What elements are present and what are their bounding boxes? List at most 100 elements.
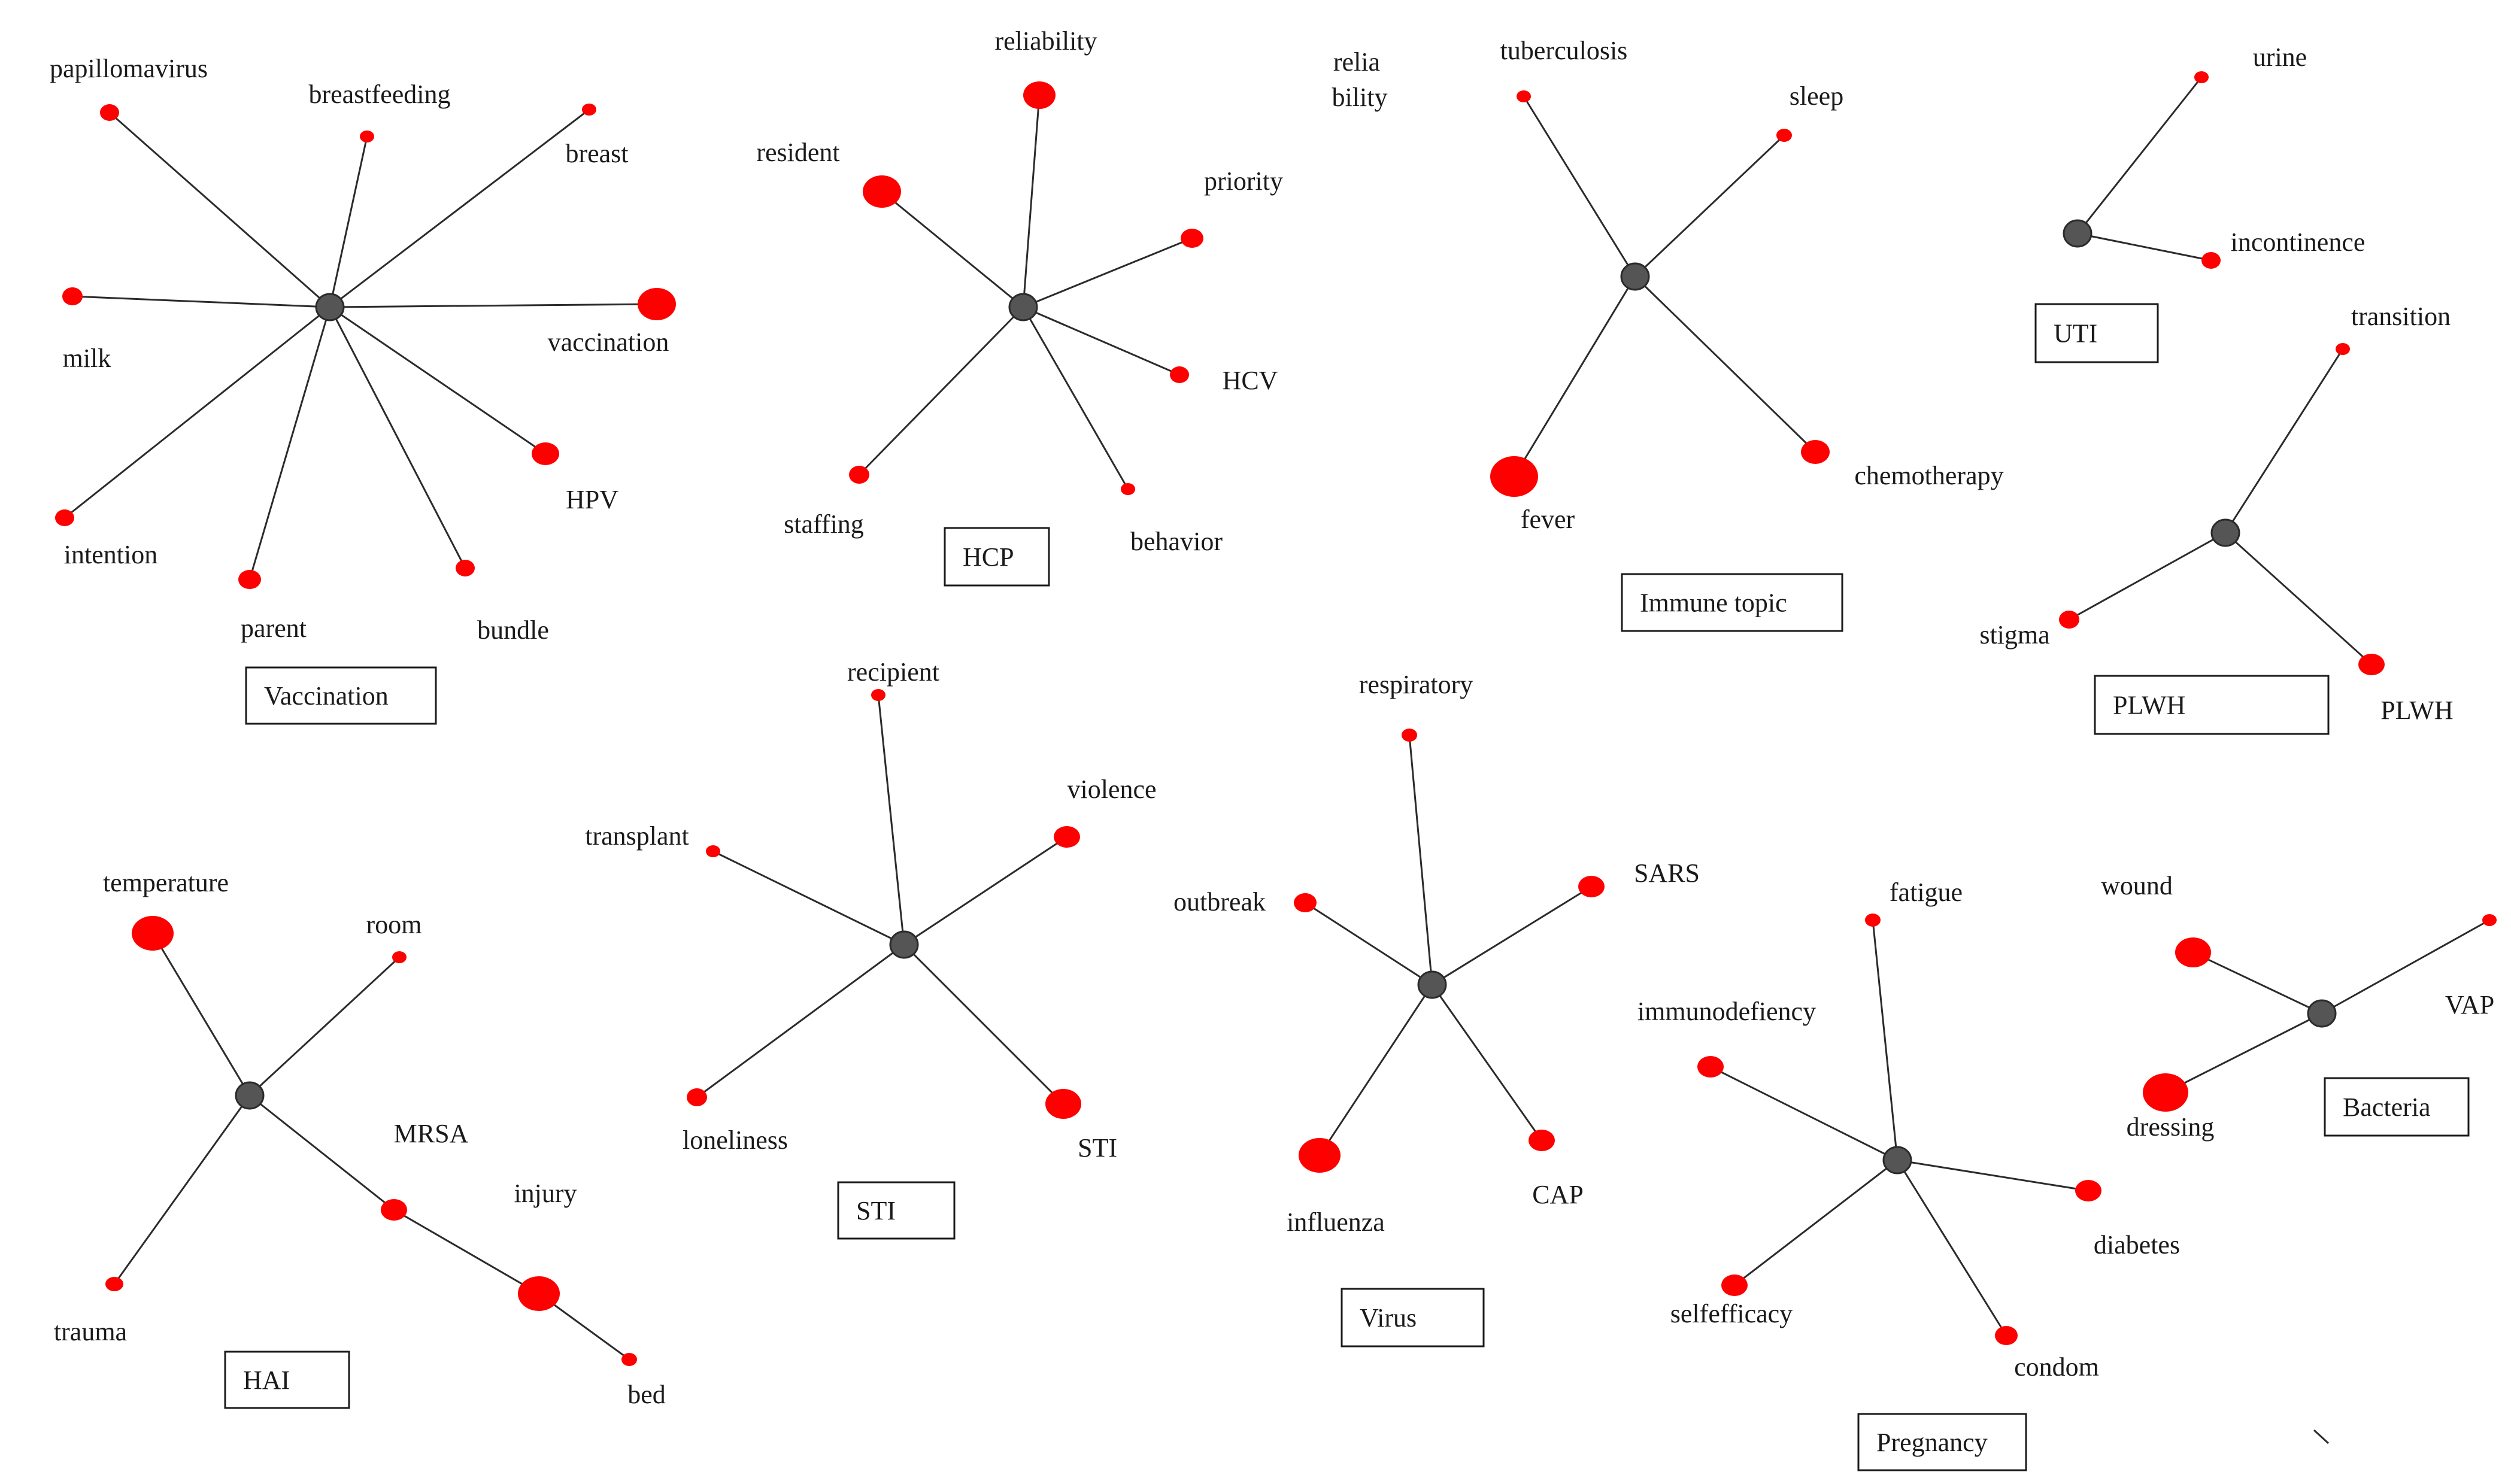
edge-hcp-2 xyxy=(1023,237,1193,308)
term-label: urine xyxy=(2253,43,2307,72)
edge-bacteria-2 xyxy=(2165,1012,2322,1094)
edge-virus-0 xyxy=(1408,735,1433,985)
edge-sti-1 xyxy=(903,836,1068,946)
term-node-plwh-0 xyxy=(2336,343,2350,355)
term-label: violence xyxy=(1067,775,1156,804)
nodes-layer xyxy=(55,71,2497,1366)
edge-immune-0 xyxy=(1523,96,1636,277)
term-label: priority xyxy=(1204,166,1283,196)
edge-hai-0 xyxy=(151,933,251,1096)
cluster-title-box-bacteria: Bacteria xyxy=(2324,1077,2470,1137)
term-node-vaccination-3 xyxy=(62,287,83,305)
edge-vaccination-5 xyxy=(329,306,546,455)
term-label: wound xyxy=(2101,871,2173,900)
term-label: influenza xyxy=(1287,1207,1385,1237)
term-label: vaccination xyxy=(548,327,669,357)
term-node-vaccination-8 xyxy=(456,560,475,576)
edge-sti-2 xyxy=(712,850,905,946)
term-label: SARS xyxy=(1634,858,1700,888)
term-label: resident xyxy=(756,138,839,167)
cluster-title: Vaccination xyxy=(264,681,389,711)
edge-vaccination-1 xyxy=(329,136,368,308)
term-node-vaccination-2 xyxy=(582,104,596,116)
term-node-hcp-4 xyxy=(849,466,869,484)
term-node-virus-3 xyxy=(1299,1138,1341,1173)
cluster-box-frame xyxy=(224,1351,350,1409)
cluster-title-box-pregnancy: Pregnancy xyxy=(1857,1413,2027,1471)
cluster-title-box-plwh: PLWH xyxy=(2094,675,2330,735)
term-label: fatigue xyxy=(1890,878,1963,907)
edge-hcp-4 xyxy=(858,306,1024,476)
hub-node-virus xyxy=(1417,970,1447,999)
term-node-vaccination-5 xyxy=(532,442,559,465)
term-label: staffing xyxy=(784,509,864,539)
edge-pregnancy-3 xyxy=(1734,1159,1898,1286)
cluster-title-box-hcp: HCP xyxy=(944,527,1050,587)
edge-pregnancy-2 xyxy=(1897,1159,2089,1192)
edge-bacteria-0 xyxy=(2192,951,2322,1015)
cluster-box-frame xyxy=(2094,675,2330,735)
term-node-hai-5 xyxy=(621,1353,637,1366)
term-node-immune-1 xyxy=(1776,129,1792,142)
hub-node-hai xyxy=(235,1081,265,1110)
term-node-uti-1 xyxy=(2201,252,2221,269)
term-node-immune-2 xyxy=(1490,456,1538,497)
edge-hcp-1 xyxy=(881,190,1024,308)
term-label: bundle xyxy=(477,615,549,645)
cluster-title-box-uti: UTI xyxy=(2034,303,2159,363)
term-node-pregnancy-1 xyxy=(1697,1056,1724,1078)
term-node-immune-0 xyxy=(1517,90,1531,102)
edges-layer xyxy=(64,77,2490,1444)
edge-virus-2 xyxy=(1305,902,1433,986)
term-label: condom xyxy=(2014,1352,2099,1382)
term-label: fever xyxy=(1521,505,1575,534)
term-node-uti-0 xyxy=(2194,71,2209,83)
edge-vaccination-2 xyxy=(329,108,590,308)
term-node-sti-3 xyxy=(687,1088,707,1106)
term-label: reliability xyxy=(994,26,1097,56)
edge-hai-1 xyxy=(248,956,401,1097)
cluster-box-frame xyxy=(944,527,1050,587)
cluster-box-frame xyxy=(1621,573,1843,632)
term-label: STI xyxy=(1078,1133,1117,1163)
cluster-title: HAI xyxy=(243,1365,290,1395)
cluster-title: HCP xyxy=(963,542,1014,572)
term-label: PLWH xyxy=(2380,696,2453,725)
cluster-title: UTI xyxy=(2054,319,2097,348)
edge-immune-1 xyxy=(1634,134,1785,278)
term-node-virus-1 xyxy=(1578,876,1605,897)
term-label: loneliness xyxy=(683,1125,788,1155)
term-node-pregnancy-3 xyxy=(1721,1274,1748,1296)
edge-pregnancy-0 xyxy=(1872,919,1899,1161)
term-label: bed xyxy=(627,1380,666,1409)
term-node-pregnancy-4 xyxy=(1995,1326,2018,1345)
term-node-hcp-3 xyxy=(1170,366,1189,383)
term-node-hcp-0 xyxy=(1023,81,1056,109)
term-label: incontinence xyxy=(2231,227,2366,257)
cluster-box-frame xyxy=(245,666,437,725)
term-node-vaccination-0 xyxy=(100,104,119,121)
term-label: injury xyxy=(514,1179,577,1208)
term-label: dressing xyxy=(2127,1112,2215,1142)
term-node-sti-2 xyxy=(706,845,720,857)
term-node-vaccination-7 xyxy=(238,570,261,589)
cluster-title-box-immune: Immune topic xyxy=(1621,573,1843,632)
edge-vaccination-4 xyxy=(329,303,657,308)
edge-vaccination-3 xyxy=(72,295,330,308)
term-node-vaccination-1 xyxy=(360,131,374,142)
term-label: CAP xyxy=(1532,1180,1584,1209)
term-label: milk xyxy=(63,344,111,373)
term-node-sti-0 xyxy=(871,689,885,701)
term-label: sleep xyxy=(1790,81,1843,111)
edge-hcp-0 xyxy=(1022,95,1041,308)
term-label: breastfeeding xyxy=(309,80,451,109)
term-label: transition xyxy=(2351,302,2451,331)
edge-immune-3 xyxy=(1634,275,1816,453)
edge-hai-4 xyxy=(113,1095,251,1285)
edge-sti-0 xyxy=(877,694,905,945)
edge-plwh-0 xyxy=(2224,348,2344,533)
term-node-vaccination-6 xyxy=(55,509,74,526)
edge-virus-1 xyxy=(1432,885,1592,986)
edge-uti-0 xyxy=(2076,77,2203,234)
